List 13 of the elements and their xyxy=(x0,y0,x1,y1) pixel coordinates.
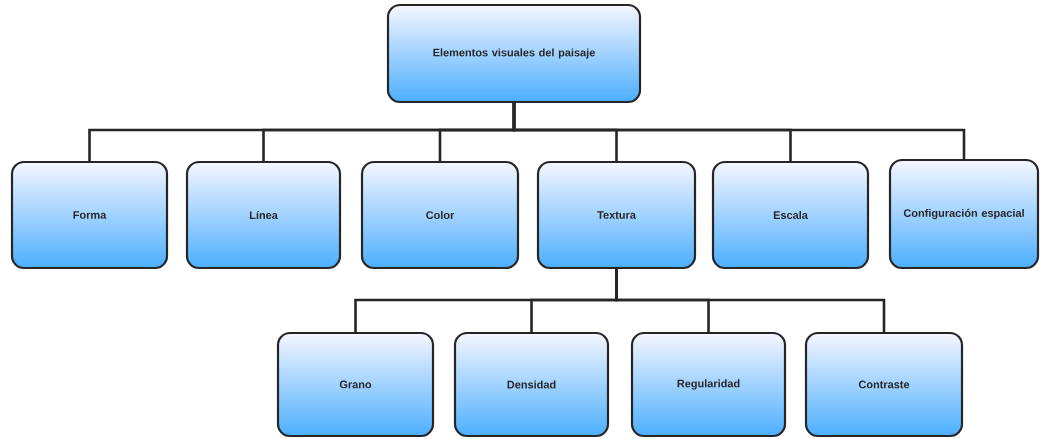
category-box: Contraste xyxy=(804,331,964,438)
connector-line xyxy=(512,101,966,161)
category-box: Color xyxy=(360,160,520,270)
category-box: Grano xyxy=(276,331,435,438)
connector-line xyxy=(615,267,886,334)
category-box: Línea xyxy=(185,160,342,270)
category-box: Regularidad xyxy=(630,331,787,438)
category-box: Escala xyxy=(711,160,870,270)
category-box: Textura xyxy=(536,160,697,270)
category-box: Elementos visuales del paisaje xyxy=(386,3,642,104)
category-box: Configuración espacial xyxy=(888,158,1040,270)
category-box: Forma xyxy=(10,160,169,270)
category-box: Densidad xyxy=(453,331,610,438)
